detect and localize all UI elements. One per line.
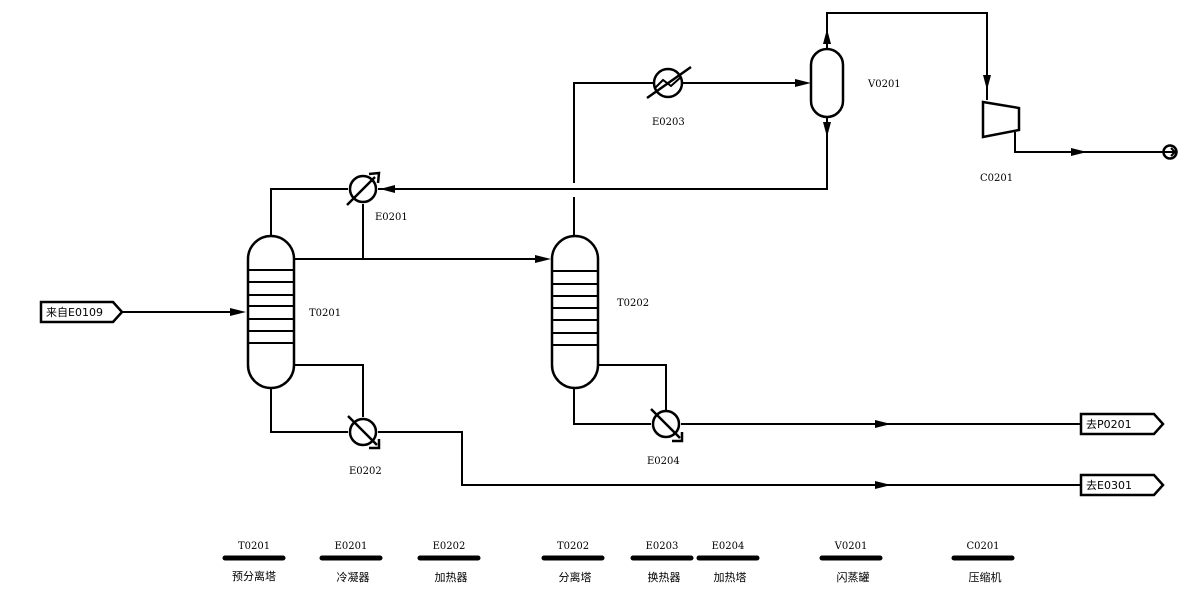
legend-name: 闪蒸罐 [837, 570, 870, 584]
legend-tag: E0204 [712, 541, 745, 552]
legend-name: 压缩机 [969, 570, 1002, 584]
arrow-down-right-icon [672, 432, 684, 443]
legend-name: 预分离塔 [232, 569, 276, 583]
legend-item-t0201: T0201 预分离塔 [222, 541, 286, 583]
legend-tag: T0202 [557, 541, 589, 552]
legend-item-e0202: E0202 加热器 [417, 541, 481, 584]
stream-t0201-to-e0202 [270, 364, 364, 433]
label-e0203: E0203 [652, 117, 685, 128]
stream-v0201-bottom-to-e0201 [378, 117, 831, 193]
arrow-down-right-icon [369, 439, 381, 450]
legend-item-v0201: V0201 闪蒸罐 [819, 541, 883, 584]
heater-e0204[interactable] [650, 408, 684, 443]
label-c0201: C0201 [980, 173, 1013, 184]
equipment-legend: T0201 预分离塔 E0201 冷凝器 E0202 加热器 T0202 分离塔… [222, 541, 1015, 584]
stream-t0201-to-t0202 [294, 255, 551, 263]
stream-t0202-to-e0204 [573, 364, 667, 425]
legend-name: 换热器 [648, 570, 681, 584]
offpage-to-p0201[interactable]: 去P0201 [1079, 412, 1165, 436]
stream-e0202-to-e0301 [378, 431, 1081, 489]
stream-e0203-to-v0201 [683, 79, 811, 87]
legend-item-e0201: E0201 冷凝器 [319, 541, 383, 584]
legend-tag: E0202 [433, 541, 466, 552]
label-e0202: E0202 [349, 466, 382, 477]
label-e0204: E0204 [647, 456, 680, 467]
column-t0201[interactable] [246, 234, 296, 390]
label-t0201: T0201 [309, 308, 341, 319]
legend-tag: T0201 [238, 541, 270, 552]
stream-v0201-to-c0201 [823, 12, 991, 100]
legend-item-c0201: C0201 压缩机 [951, 541, 1015, 584]
outlet-arrow-icon[interactable] [1162, 144, 1178, 160]
offpage-to-e0301[interactable]: 去E0301 [1079, 473, 1165, 497]
stream-t0201-top-to-e0201 [270, 188, 348, 236]
heater-e0202[interactable] [347, 415, 381, 450]
legend-name: 加热器 [435, 571, 468, 584]
offpage-feed-in-label: 来自E0109 [46, 306, 103, 319]
stream-c0201-outlet [1014, 132, 1163, 156]
condenser-e0201[interactable] [346, 171, 381, 206]
legend-item-e0204: E0204 加热塔 [696, 541, 760, 584]
offpage-feed-in[interactable]: 来自E0109 [39, 300, 124, 324]
legend-tag: E0201 [335, 541, 368, 552]
stream-feed-to-t0201 [122, 308, 246, 316]
label-e0201: E0201 [375, 212, 408, 223]
legend-tag: E0203 [646, 541, 679, 552]
legend-name: 加热塔 [714, 571, 747, 584]
label-t0202: T0202 [617, 298, 649, 309]
legend-tag: C0201 [966, 541, 999, 552]
column-t0202[interactable] [550, 234, 600, 390]
stream-t0202-to-e0203 [573, 82, 653, 236]
heat-exchanger-e0203[interactable] [646, 65, 692, 100]
legend-name: 冷凝器 [337, 570, 370, 584]
offpage-to-e0301-label: 去E0301 [1086, 479, 1132, 492]
flash-drum-v0201[interactable] [809, 47, 845, 119]
arrow-up-right-icon [368, 171, 381, 184]
legend-tag: V0201 [834, 541, 868, 552]
label-v0201: V0201 [867, 79, 901, 90]
legend-item-e0203: E0203 换热器 [630, 541, 694, 584]
stream-e0204-to-p0201 [681, 420, 1081, 428]
legend-name: 分离塔 [559, 570, 592, 584]
legend-item-t0202: T0202 分离塔 [541, 541, 605, 584]
offpage-to-p0201-label: 去P0201 [1086, 418, 1132, 431]
compressor-c0201[interactable] [981, 100, 1021, 139]
